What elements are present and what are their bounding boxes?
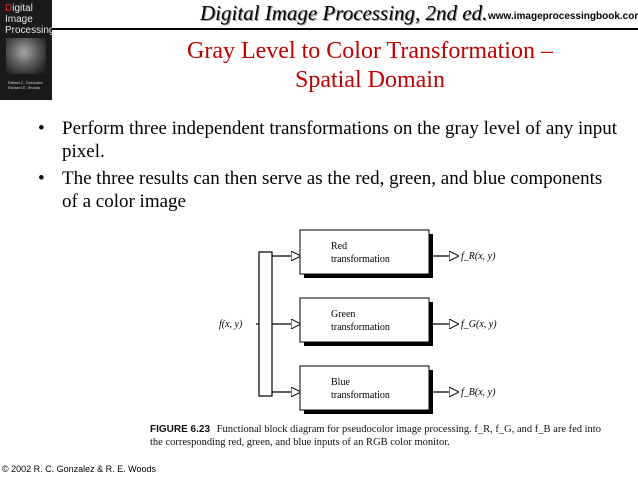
red-block-line-1: Red [331, 241, 347, 252]
bullet-dot-icon: • [38, 118, 45, 139]
header-book-title: Digital Image Processing, 2nd ed. [200, 1, 488, 25]
red-transformation-block [299, 229, 430, 275]
bullet-dot-icon: • [38, 168, 45, 189]
blue-output-label: f_B(x, y) [461, 387, 496, 398]
caption-text: Functional block diagram for pseudocolor… [150, 424, 601, 448]
distribution-bus [258, 251, 273, 397]
slide-title-line-2: Spatial Domain [295, 67, 445, 93]
input-label: f(x, y) [219, 319, 243, 330]
green-block-line-2: transformation [331, 322, 390, 333]
blue-transformation-block [299, 365, 430, 411]
red-output-label: f_R(x, y) [461, 251, 496, 262]
figure-number: FIGURE 6.23 [150, 424, 211, 435]
bullet-list: • Perform three independent transformati… [38, 117, 618, 217]
blue-block-line-1: Blue [331, 377, 350, 388]
bullet-item: • Perform three independent transformati… [38, 118, 618, 162]
slide-title-line-1: Gray Level to Color Transformation – [187, 38, 553, 64]
green-transformation-block [299, 297, 430, 343]
bullet-item: • The three results can then serve as th… [38, 168, 603, 212]
slide-title: Gray Level to Color Transformation – Spa… [170, 37, 570, 95]
red-block-line-2: transformation [331, 254, 390, 265]
header-url[interactable]: www.imageprocessingbook.com [488, 11, 638, 22]
header-divider [52, 28, 638, 30]
figure-caption: FIGURE 6.23 Functional block diagram for… [150, 423, 610, 449]
green-output-label: f_G(x, y) [461, 319, 497, 330]
book-cover-title: Digital Image Processing [5, 3, 52, 36]
book-cover-artwork [6, 38, 46, 74]
copyright-notice: © 2002 R. C. Gonzalez & R. E. Woods [2, 464, 157, 474]
green-block-line-1: Green [331, 309, 355, 320]
book-cover-authors: Rafael C. Gonzalez Richard E. Woods [8, 80, 43, 90]
book-cover-image: Digital Image Processing Rafael C. Gonza… [0, 0, 52, 100]
blue-block-line-2: transformation [331, 390, 390, 401]
